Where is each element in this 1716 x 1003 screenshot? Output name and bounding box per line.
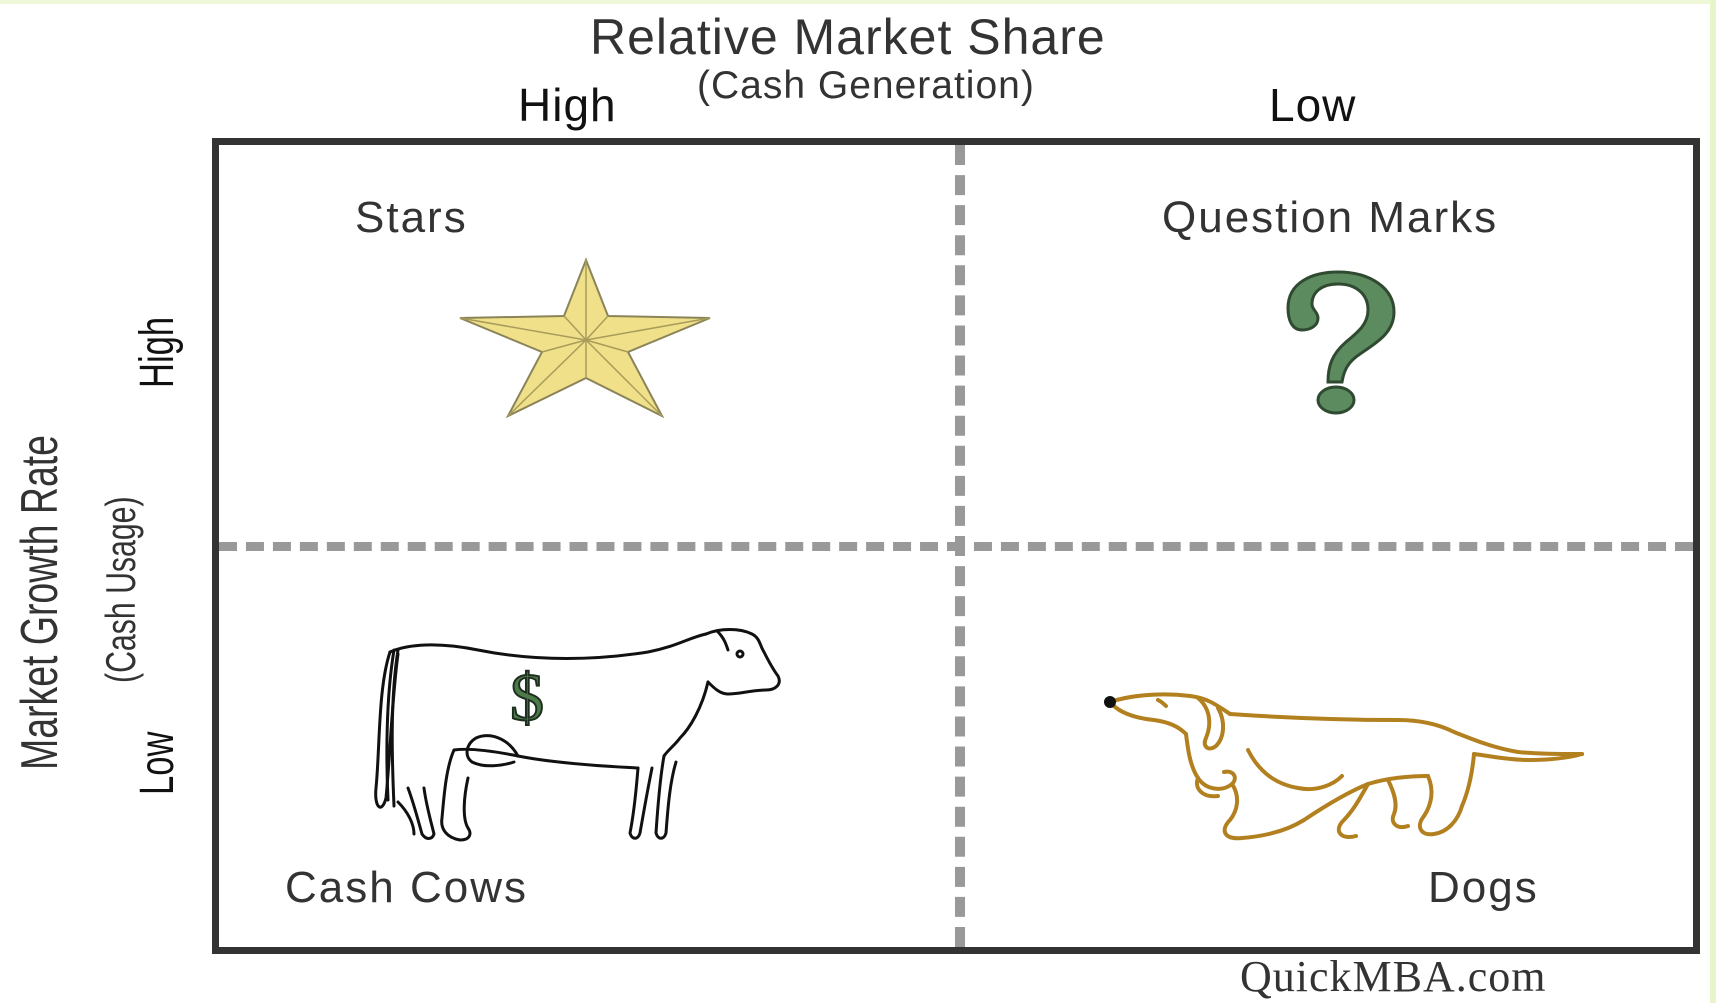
y-axis-title: Market Growth Rate [11,435,69,770]
y-axis-subtitle: (Cash Usage) [97,496,144,683]
star-icon [459,257,711,419]
bcg-matrix-frame [212,138,1700,954]
horizontal-divider [219,542,1693,551]
cow-icon: $ [374,628,781,842]
y-axis-low-label: Low [131,731,184,795]
quadrant-label-dogs: Dogs [1428,863,1539,912]
right-edge-strip [1710,0,1716,1003]
question-mark-icon [1286,270,1396,415]
quadrant-label-cash-cows: Cash Cows [285,863,528,912]
top-edge-strip [0,0,1716,4]
chart-title: Relative Market Share [590,9,1106,65]
quadrant-label-question-marks: Question Marks [1162,193,1499,242]
quadrant-label-stars: Stars [355,193,468,242]
chart-subtitle: (Cash Generation) [697,64,1035,107]
dog-icon [1104,692,1584,841]
y-axis-high-label: High [131,316,184,388]
x-axis-low-label: Low [1269,79,1357,131]
cow-dollar-symbol: $ [510,659,544,735]
source-credit: QuickMBA.com [1240,952,1547,1001]
x-axis-high-label: High [518,79,617,131]
